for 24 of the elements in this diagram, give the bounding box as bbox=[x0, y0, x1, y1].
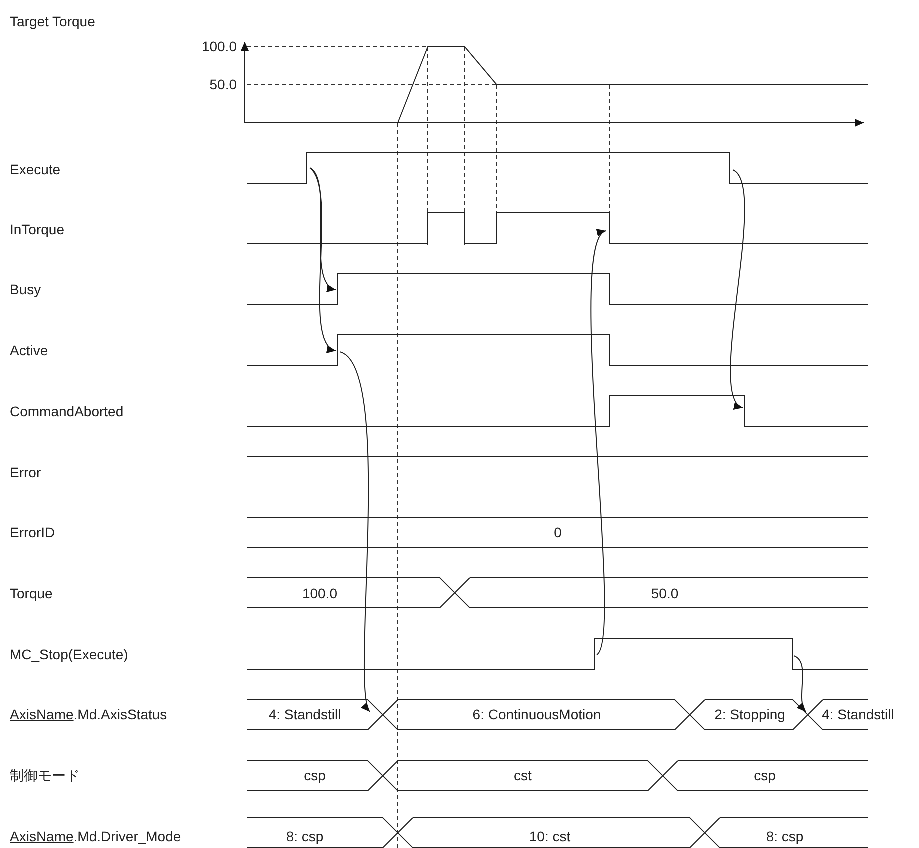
bus-value: 0 bbox=[552, 525, 564, 541]
bus-value: 4: Standstill bbox=[822, 707, 894, 723]
signal-name: Active bbox=[10, 343, 48, 359]
bus-value: 50.0 bbox=[649, 586, 681, 602]
signal-name: Target Torque bbox=[10, 14, 96, 30]
signal-name: CommandAborted bbox=[10, 404, 124, 420]
signal-name: MC_Stop(Execute) bbox=[10, 647, 128, 663]
bus-value: 6: ContinuousMotion bbox=[470, 707, 604, 723]
signal-name: AxisName.Md.Driver_Mode bbox=[10, 829, 182, 845]
axis-tick-label: 50.0 bbox=[210, 77, 237, 93]
signal-name: Torque bbox=[10, 586, 53, 602]
signal-name: InTorque bbox=[10, 222, 64, 238]
bus-value: 4: Standstill bbox=[266, 707, 344, 723]
signal-name: AxisName.Md.AxisStatus bbox=[10, 707, 168, 723]
signal-name: ErrorID bbox=[10, 525, 56, 541]
axis-tick-label: 100.0 bbox=[202, 39, 237, 55]
bus-value: 8: csp bbox=[284, 829, 326, 845]
signal-name: 制御モード bbox=[10, 768, 80, 784]
bus-value: 8: csp bbox=[764, 829, 806, 845]
signal-name: Error bbox=[10, 465, 42, 481]
signal-name: Busy bbox=[10, 282, 42, 298]
bus-value: 10: cst bbox=[527, 829, 573, 845]
bus-value: 2: Stopping bbox=[712, 707, 788, 723]
signal-name: Execute bbox=[10, 162, 61, 178]
